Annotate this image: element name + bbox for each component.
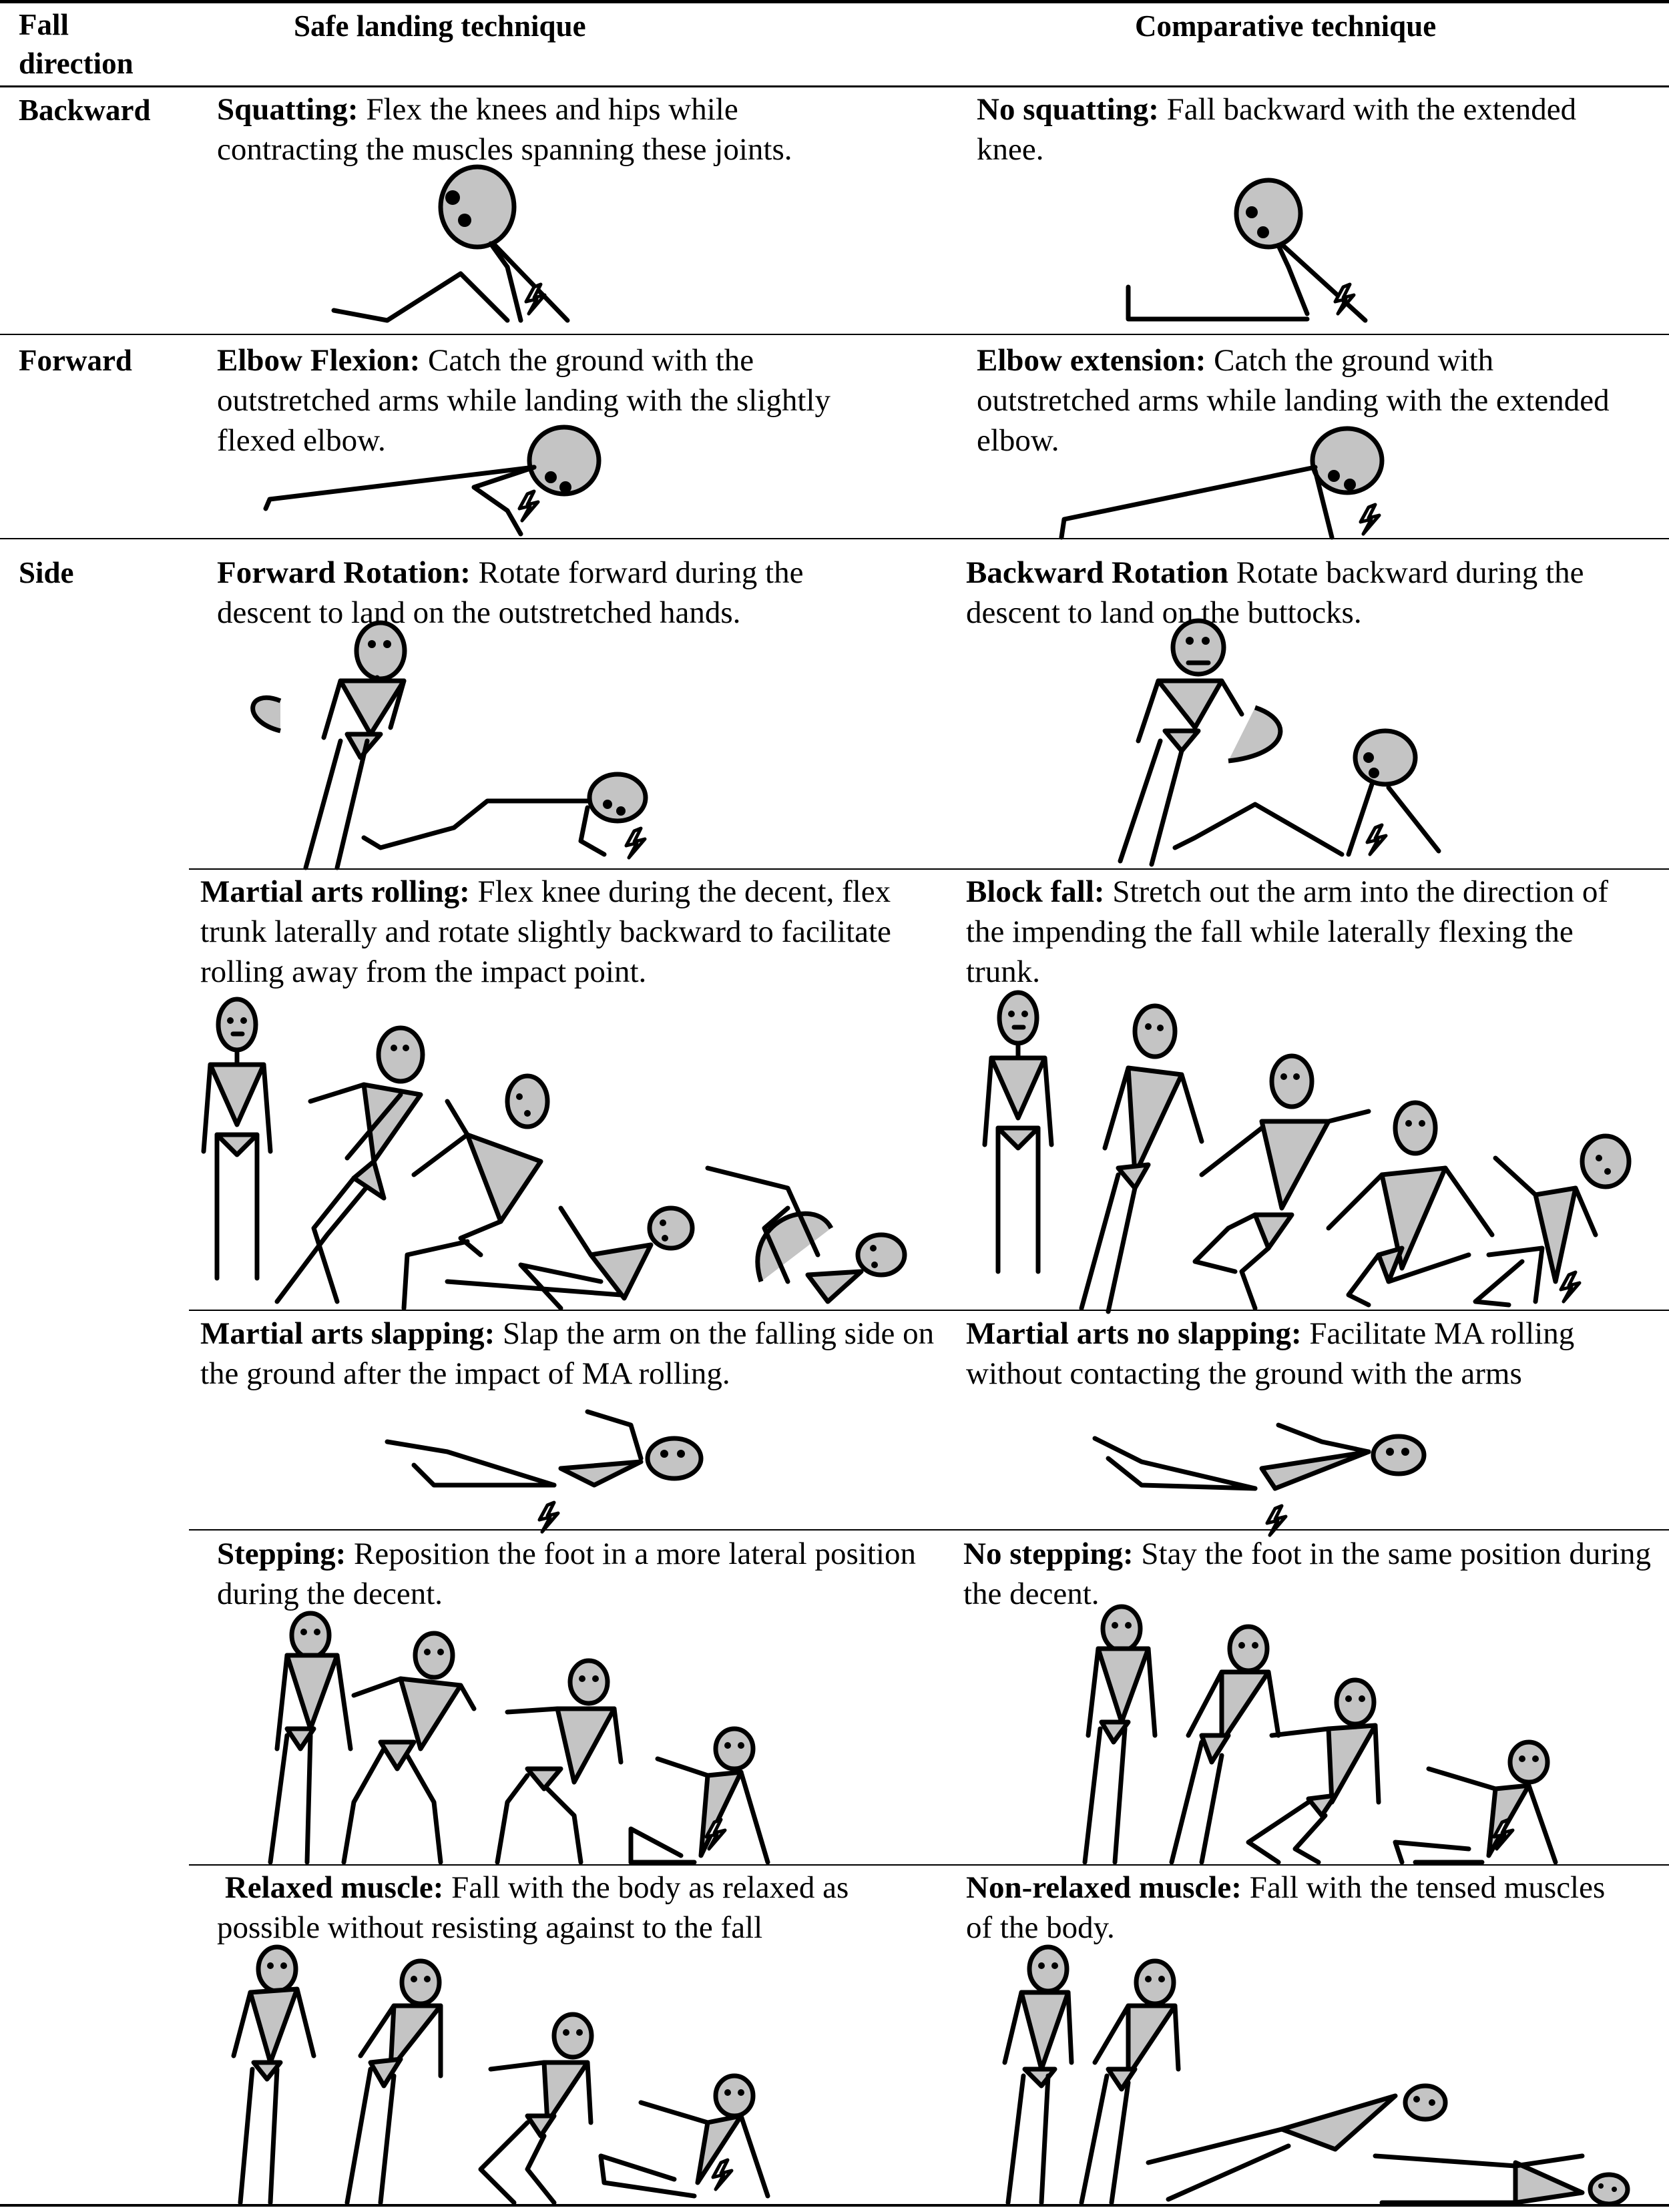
technique-description: Facilitate MA rolling without contacting… <box>966 1316 1575 1391</box>
technique-title: Forward Rotation: <box>217 555 471 590</box>
figure-no-stepping <box>1082 1604 1558 1865</box>
row-rule <box>0 538 1669 539</box>
safe-technique-martial-arts-slapping: Martial arts slapping: Slap the arm on t… <box>200 1314 935 1394</box>
technique-title: Elbow Flexion: <box>217 343 421 378</box>
direction-side: Side <box>19 556 74 589</box>
technique-description: Stay the foot in the same position durin… <box>963 1537 1652 1611</box>
comp-technique-block-fall: Block fall: Stretch out the arm into the… <box>966 872 1647 992</box>
figure-elbow-flexion <box>263 425 602 537</box>
header-rule <box>0 85 1669 87</box>
figure-forward-rotation <box>250 620 648 870</box>
safe-technique-relaxed-muscle: Relaxed muscle: Fall with the body as re… <box>217 1868 931 1948</box>
technique-title: No squatting: <box>977 92 1159 127</box>
technique-description: Fall with the tensed muscles of the body… <box>966 1870 1606 1945</box>
figure-elbow-extension <box>1059 426 1385 540</box>
technique-title: Block fall: <box>966 874 1105 909</box>
figure-no-squatting <box>1126 178 1368 323</box>
technique-title: Backward Rotation <box>966 555 1228 590</box>
technique-title: No stepping: <box>963 1537 1134 1571</box>
comp-technique-no-stepping: No stepping: Stay the foot in the same p… <box>963 1534 1664 1614</box>
comp-technique-backward-rotation: Backward Rotation Rotate backward during… <box>966 553 1660 633</box>
figure-martial-arts-slapping <box>385 1409 704 1532</box>
comp-technique-no-squatting: No squatting: Fall backward with the ext… <box>977 89 1651 170</box>
technique-title: Squatting: <box>217 92 359 127</box>
figure-backward-rotation <box>1118 618 1441 867</box>
table-bottom-rule <box>0 2204 1669 2207</box>
safe-technique-forward-rotation: Forward Rotation: Rotate forward during … <box>217 553 891 633</box>
figure-martial-arts-rolling <box>204 999 907 1311</box>
safe-technique-elbow-flexion: Elbow Flexion: Catch the ground with the… <box>217 340 911 461</box>
comp-technique-non-relaxed-muscle: Non-relaxed muscle: Fall with the tensed… <box>966 1868 1634 1948</box>
technique-description: Fall with the body as relaxed as possibl… <box>217 1870 849 1945</box>
technique-description: Flex knee during the decent, flex trunk … <box>200 874 891 989</box>
row-rule <box>189 1529 1669 1531</box>
technique-description: Rotate backward during the descent to la… <box>966 555 1584 630</box>
technique-description: Catch the ground with the outstretched a… <box>217 343 830 458</box>
figure-relaxed-muscle <box>231 1944 770 2205</box>
header-comparative: Comparative technique <box>1135 9 1437 43</box>
table-top-rule <box>0 0 1669 3</box>
technique-description: Flex the knees and hips while contractin… <box>217 92 792 167</box>
figure-stepping <box>268 1611 770 1865</box>
direction-backward: Backward <box>19 93 151 127</box>
technique-title: Martial arts slapping: <box>200 1316 495 1351</box>
technique-description: Stretch out the arm into the direction o… <box>966 874 1608 989</box>
technique-description: Slap the arm on the falling side on the … <box>200 1316 935 1391</box>
technique-title: Relaxed muscle: <box>224 1870 444 1905</box>
figure-block-fall <box>985 993 1632 1314</box>
safe-technique-stepping: Stepping: Reposition the foot in a more … <box>217 1534 925 1614</box>
safe-technique-squatting: Squatting: Flex the knees and hips while… <box>217 89 885 170</box>
row-rule <box>0 334 1669 335</box>
row-rule <box>189 868 1669 870</box>
technique-title: Stepping: <box>217 1537 346 1571</box>
technique-description: Reposition the foot in a more lateral po… <box>217 1537 916 1611</box>
technique-description: Catch the ground with outstretched arms … <box>977 343 1610 458</box>
safe-technique-martial-arts-rolling: Martial arts rolling: Flex knee during t… <box>200 872 955 992</box>
technique-title: Non-relaxed muscle: <box>966 1870 1242 1905</box>
figure-squatting <box>331 164 570 323</box>
technique-description: Fall backward with the extended knee. <box>977 92 1577 167</box>
row-rule <box>189 1310 1669 1311</box>
direction-forward: Forward <box>19 344 132 377</box>
figure-non-relaxed-muscle <box>1002 1944 1630 2207</box>
header-fall-direction: Fall direction <box>19 8 134 80</box>
technique-title: Elbow extension: <box>977 343 1206 378</box>
comp-technique-martial-arts-no-slapping: Martial arts no slapping: Facilitate MA … <box>966 1314 1660 1394</box>
header-safe-landing: Safe landing technique <box>294 9 586 43</box>
comp-technique-elbow-extension: Elbow extension: Catch the ground with o… <box>977 340 1618 461</box>
technique-description: Rotate forward during the descent to lan… <box>217 555 804 630</box>
figure-martial-arts-no-slapping <box>1092 1422 1427 1535</box>
row-rule <box>189 1864 1669 1866</box>
technique-title: Martial arts rolling: <box>200 874 470 909</box>
technique-title: Martial arts no slapping: <box>966 1316 1302 1351</box>
